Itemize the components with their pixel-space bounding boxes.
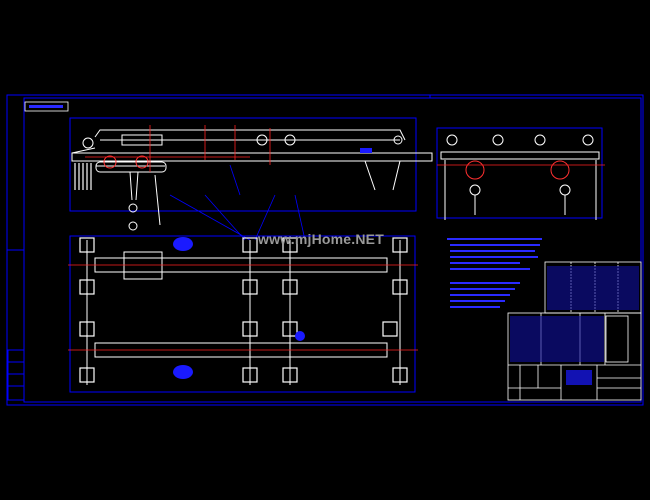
view-label-box [24,101,69,112]
technical-notes [447,238,542,308]
front-centerlines [85,125,271,172]
front-elevation-view [69,117,433,231]
parts-list-table [544,261,642,314]
side-elevation-view [436,127,605,220]
leader-lines [169,164,306,241]
drawing-frame [6,94,644,406]
title-block [507,312,642,401]
plan-view [68,235,418,393]
watermark: www.mjHome.NET [258,231,384,247]
